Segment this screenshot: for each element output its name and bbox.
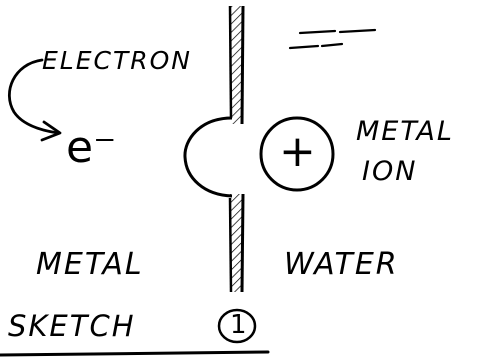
electron-symbol: e⁻ bbox=[66, 126, 116, 170]
ion-charge-sign: + bbox=[279, 130, 316, 174]
metal-label: METAL bbox=[36, 250, 144, 280]
metal-ion-label-line1: METAL bbox=[356, 118, 454, 145]
water-label: WATER bbox=[284, 250, 399, 280]
sketch-number: 1 bbox=[230, 312, 247, 338]
metal-ion-label-line2: ION bbox=[362, 158, 417, 185]
metal-wall bbox=[230, 6, 243, 292]
water-surface-marks bbox=[290, 30, 375, 48]
ion-cavity bbox=[185, 118, 232, 196]
sketch-title: SKETCH bbox=[8, 312, 136, 341]
electron-label: ELECTRON bbox=[42, 48, 192, 73]
bottom-underline bbox=[0, 352, 268, 355]
